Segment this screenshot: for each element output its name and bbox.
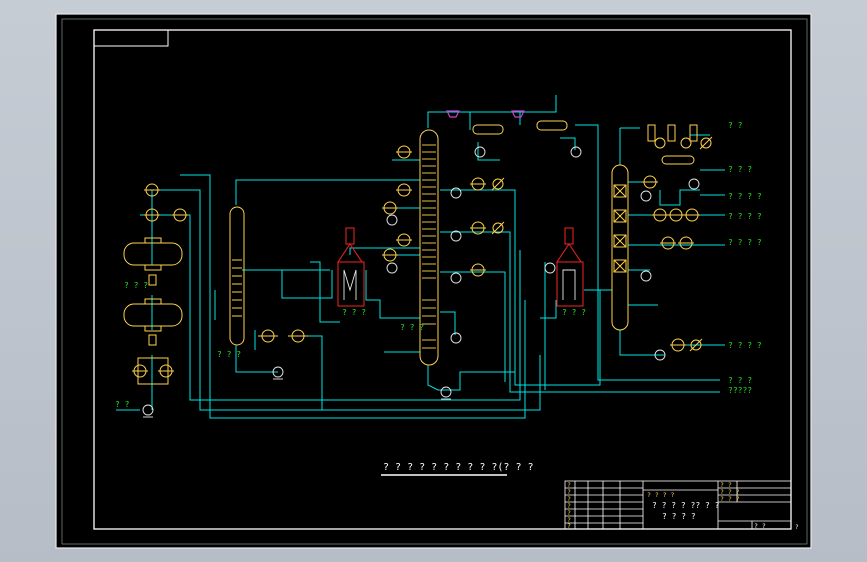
right-column <box>611 164 629 331</box>
stream-labels: ? ? ? ? ? ? ? ? ? ? ? ? ? ? ? ? ? ? ? ? … <box>115 121 762 409</box>
corner-code-box <box>93 29 169 47</box>
main-column <box>419 129 439 366</box>
page-mark: ? <box>795 524 799 531</box>
pumps <box>142 146 700 418</box>
label-right-out6: ? ? ? <box>728 376 752 385</box>
svg-text:?: ? <box>567 516 571 524</box>
svg-text:?: ? <box>567 522 571 530</box>
title-block-name-1: ? ? ? ? ?? ? ? <box>652 501 720 510</box>
heat-exchangers <box>132 136 713 378</box>
label-right-out4: ? ? ? ? <box>728 238 762 247</box>
label-right-out1: ? ? ? <box>728 165 752 174</box>
column-1 <box>229 206 245 346</box>
drawing-title: ? ? ? ? ? ? ? ? ? ?(? ? ? <box>383 462 534 473</box>
svg-text:?: ? <box>567 509 571 517</box>
title-block-center: ? ? ? ? ?? ? ? ? ? ? ? ? ? <box>652 501 766 530</box>
furnace-2-box <box>556 261 584 307</box>
title-block-code: ? ? ? ? <box>647 491 674 499</box>
reflux-drum-2 <box>536 120 568 131</box>
piping <box>116 95 725 419</box>
label-column1-bottom: ? ? ? <box>217 350 241 359</box>
title-block-name-2: ? ? ? ? <box>662 512 696 521</box>
title-block-text: ? ? ? ? ? ? ? ? ? ? ? ? ? ? ? ? ? ? ? <box>567 481 740 530</box>
label-right-out3: ? ? ? ? <box>728 212 762 221</box>
label-right-top: ? ? <box>728 121 743 130</box>
sheet-background <box>55 13 812 549</box>
condensers <box>446 110 525 118</box>
reflux-drum-1 <box>472 124 504 135</box>
label-between-drums: ? ? ? <box>124 281 148 290</box>
svg-text:? ? ?: ? ? ? <box>720 488 740 496</box>
label-furnace1-bottom: ? ? ? <box>342 308 366 317</box>
svg-text:?: ? <box>567 488 571 496</box>
label-right-out5: ? ? ? ? <box>728 341 762 350</box>
label-main-column-bottom: ? ? ? <box>400 323 424 332</box>
label-right-out7: ????? <box>728 386 752 395</box>
svg-text:?: ? <box>567 502 571 510</box>
svg-text:? ?: ? ? <box>720 481 732 489</box>
furnace-1-box <box>337 261 365 307</box>
svg-text:? ? ?: ? ? ? <box>720 495 740 503</box>
drawing-frame <box>93 29 792 530</box>
svg-text:?: ? <box>567 495 571 503</box>
label-furnace2-bottom: ? ? ? <box>562 308 586 317</box>
title-block-sheet: ? ? <box>754 522 766 530</box>
label-right-out2: ? ? ? ? <box>728 192 762 201</box>
furnaces <box>336 227 584 307</box>
title-block <box>564 480 792 530</box>
equipment <box>123 120 698 385</box>
label-feed-in: ? ? <box>115 400 130 409</box>
svg-text:?: ? <box>567 481 571 489</box>
